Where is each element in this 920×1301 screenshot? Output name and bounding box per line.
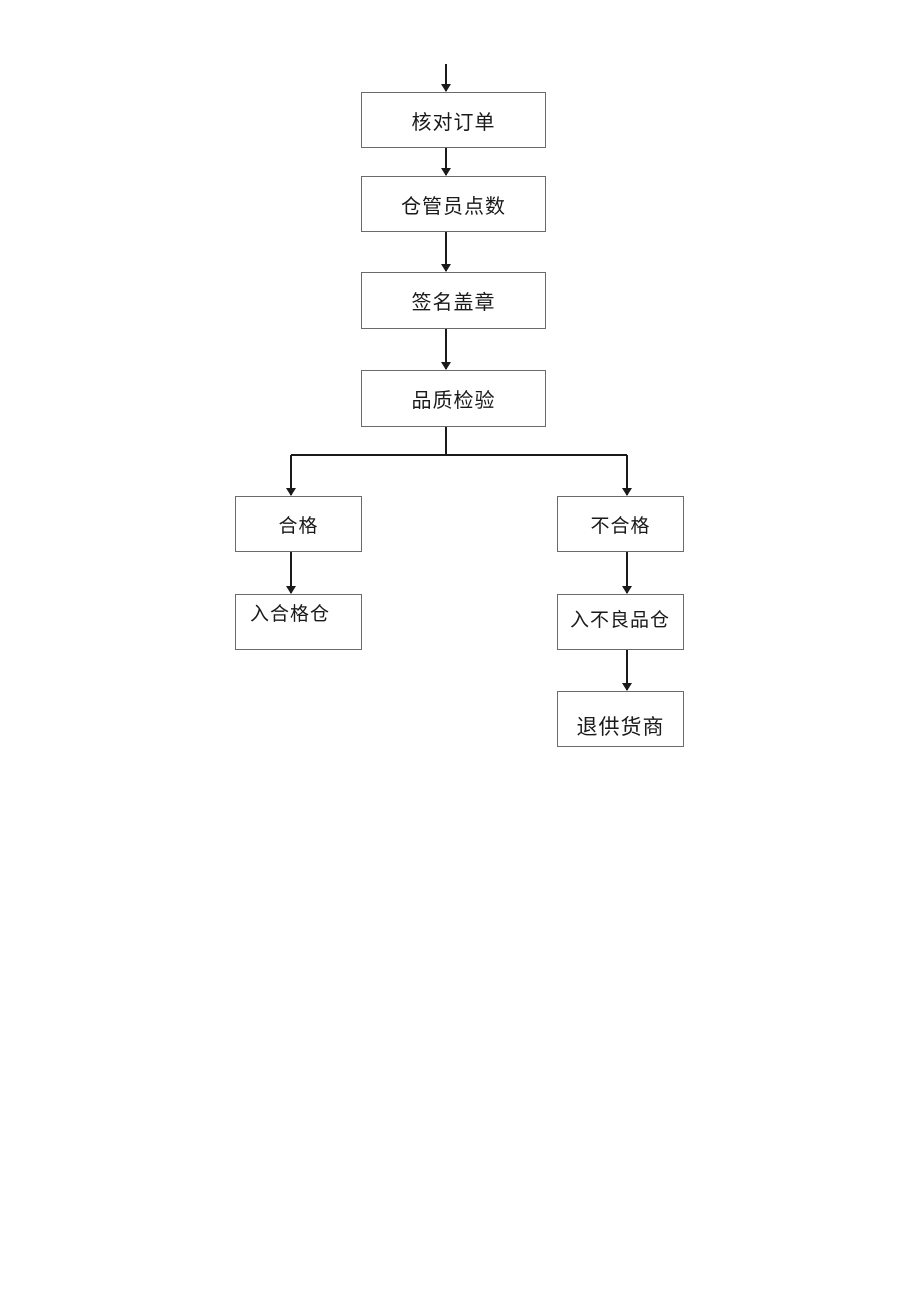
node-label: 入合格仓 — [250, 603, 331, 625]
node-qualified: 合格 — [235, 496, 362, 552]
node-sign-stamp: 签名盖章 — [361, 272, 546, 329]
node-to-qualified-warehouse: 入合格仓 — [235, 594, 362, 650]
node-label: 入不良品仓 — [570, 609, 671, 631]
node-unqualified: 不合格 — [557, 496, 684, 552]
node-check-order: 核对订单 — [361, 92, 546, 148]
node-label: 品质检验 — [411, 388, 496, 412]
node-quality-inspection: 品质检验 — [361, 370, 546, 427]
node-label: 仓管员点数 — [401, 193, 506, 218]
node-to-defective-warehouse: 入不良品仓 — [557, 594, 684, 650]
node-return-to-supplier: 退供货商 — [557, 691, 684, 747]
node-label: 不合格 — [590, 514, 651, 537]
node-label: 签名盖章 — [411, 290, 496, 314]
node-label: 核对订单 — [411, 109, 496, 134]
node-warehouse-count: 仓管员点数 — [361, 176, 546, 232]
node-label: 合格 — [278, 514, 319, 537]
node-label: 退供货商 — [576, 715, 665, 739]
